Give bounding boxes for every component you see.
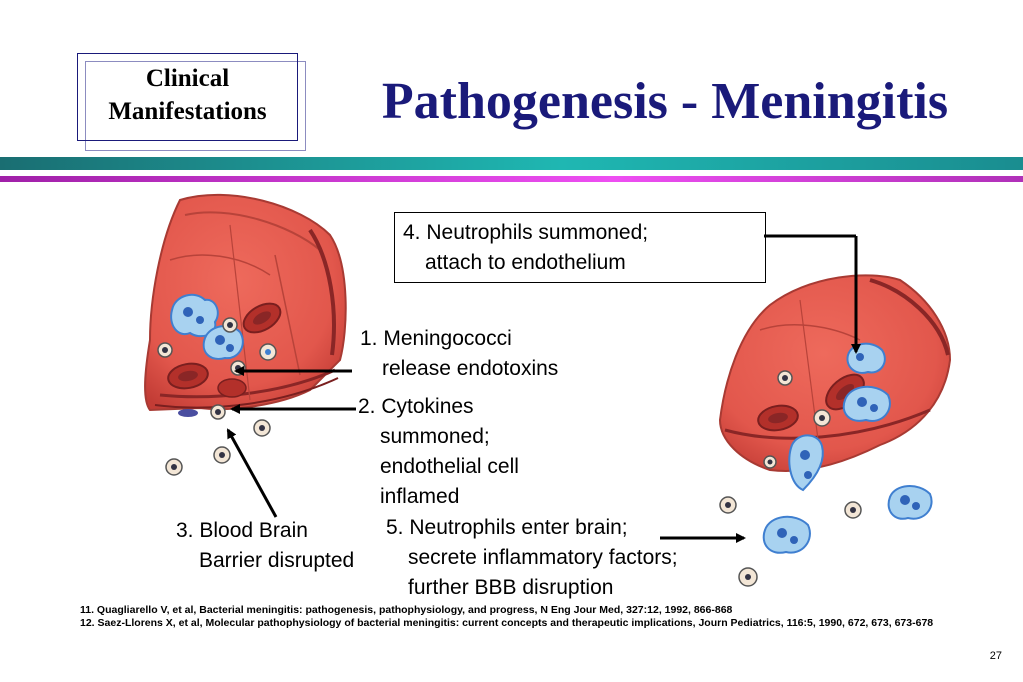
step1-line1: 1. Meningococci xyxy=(360,327,512,350)
step4-line1: 4. Neutrophils summoned; xyxy=(403,221,649,244)
section-tag: Clinical Manifestations xyxy=(77,62,298,128)
page-number: 27 xyxy=(989,650,1002,662)
step3-line2: Barrier disrupted xyxy=(199,549,355,572)
left-vessel xyxy=(144,193,347,412)
tag-box-shadow xyxy=(85,61,306,151)
right-vessel xyxy=(718,274,952,472)
magenta-divider xyxy=(0,176,1023,182)
arrow-step3 xyxy=(226,428,278,518)
step2-line4: inflamed xyxy=(380,485,460,508)
left-rbc-group xyxy=(167,302,282,398)
step4-line2: attach to endothelium xyxy=(425,251,626,274)
teal-divider xyxy=(0,157,1023,170)
tag-box xyxy=(77,53,298,141)
section-tag-line2: Manifestations xyxy=(108,98,267,125)
reference-item: 11. Quagliarello V, et al, Bacterial men… xyxy=(80,604,733,616)
reference-item: 12. Saez-Llorens X, et al, Molecular pat… xyxy=(80,617,934,629)
left-neutrophil-group xyxy=(170,293,244,360)
right-rbc-group xyxy=(757,373,865,432)
references: 11. Quagliarello V, et al, Bacterial men… xyxy=(80,604,980,630)
step2-line2: summoned; xyxy=(380,425,490,448)
right-neutrophil-group xyxy=(762,342,933,554)
right-bacteria-group xyxy=(719,370,862,587)
step5-line3: further BBB disruption xyxy=(408,576,614,599)
step1-line2: release endotoxins xyxy=(382,357,559,380)
step5-line2: secrete inflammatory factors; xyxy=(408,546,678,569)
step5-line1: 5. Neutrophils enter brain; xyxy=(386,516,628,539)
slide-title: Pathogenesis - Meningitis xyxy=(381,73,949,130)
step2-line1: 2. Cytokines xyxy=(358,395,474,418)
section-tag-line1: Clinical xyxy=(145,65,230,92)
step4-box: 4. Neutrophils summoned; attach to endot… xyxy=(394,212,766,283)
step2-line3: endothelial cell xyxy=(380,455,519,478)
step3-line1: 3. Blood Brain xyxy=(176,519,308,542)
